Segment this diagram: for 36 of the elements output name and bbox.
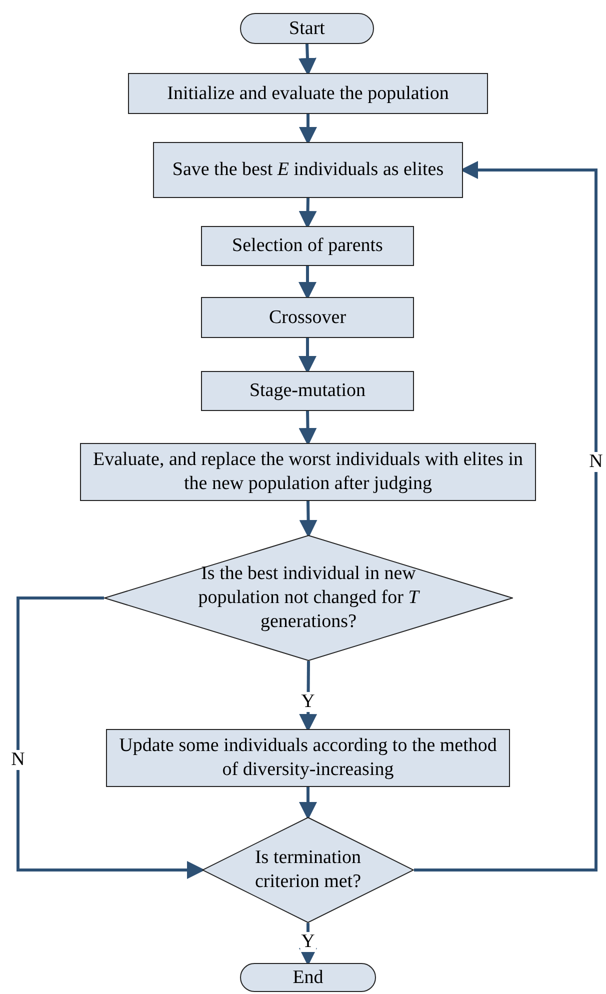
- box-text: Update some individuals according to the method of diversity-increasing: [118, 734, 498, 782]
- edge-label: Y: [300, 692, 316, 712]
- arrow: [299, 500, 318, 538]
- box-text: Initialize and evaluate the population: [167, 82, 449, 106]
- arrow: [16, 596, 205, 879]
- decision-text: Is termination criterion met?: [254, 846, 362, 894]
- arrow: [299, 787, 317, 820]
- arrow: [299, 114, 317, 145]
- box-text: End: [292, 966, 324, 990]
- edge-label: Y: [300, 932, 316, 952]
- process-box: [201, 226, 414, 266]
- arrow: [298, 410, 317, 446]
- edge-label: N: [10, 750, 26, 770]
- box-text: Save the best E individuals as elites: [172, 158, 444, 182]
- decision-text: Is the best individual in new population not changed for T generations?: [197, 562, 421, 634]
- process-box: [201, 371, 414, 411]
- decision-diamond: [202, 817, 414, 923]
- process-box: [128, 73, 488, 114]
- terminal-box: [240, 963, 376, 992]
- box-text: Evaluate, and replace the worst individuals with elites in the new population after judging: [92, 448, 524, 496]
- arrow: [298, 44, 316, 76]
- process-box: [106, 729, 510, 787]
- arrow: [298, 198, 317, 229]
- arrow: [298, 338, 316, 374]
- edge-label: N: [588, 452, 604, 472]
- box-text: Selection of parents: [232, 234, 383, 258]
- process-box: [153, 142, 463, 198]
- box-text: Crossover: [268, 306, 346, 330]
- terminal-box: [240, 13, 374, 44]
- decision-diamond: [104, 535, 513, 661]
- arrow: [414, 161, 598, 872]
- arrow: [298, 266, 316, 300]
- process-box: [201, 297, 414, 338]
- box-text: Start: [289, 16, 325, 40]
- process-box: [80, 443, 536, 501]
- box-text: Stage-mutation: [249, 379, 366, 403]
